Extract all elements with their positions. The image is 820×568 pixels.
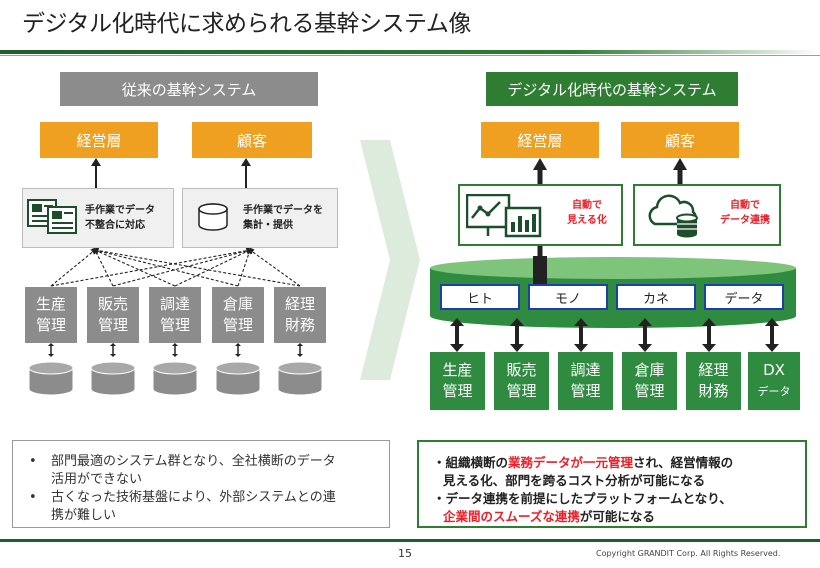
arrow-up-icon [91,158,101,188]
right-note-l4a: 企業間のスムーズな連携 [443,509,580,524]
right-note-l1b: 業務データが一元管理 [508,455,634,470]
process-1-line-1: 手作業でデータ [85,205,155,216]
left-customer-box: 顧客 [192,122,312,158]
right-system-procurement: 調達管理 [558,352,613,410]
right-note-l4b: が可能になる [579,509,655,524]
cloud-database-icon [648,194,698,238]
right-note-l3: ・データ連携を前提にしたプラットフォームとなり、 [433,491,732,506]
right-note-box: ・組織横断の業務データが一元管理され、経営情報の 見える化、部門を跨るコスト分析… [417,440,807,528]
left-system-procurement: 調達管理 [149,287,201,343]
left-system-production: 生産管理 [25,287,77,343]
right-note-l1a: ・組織横断の [433,455,509,470]
data-tile-people: ヒト [440,284,520,310]
left-header: 従来の基幹システム [60,72,318,106]
right-system-accounting: 経理財務 [686,352,741,410]
data-tile-data: データ [704,284,784,310]
data-tile-goods: モノ [528,284,608,310]
right-management-box: 経営層 [481,122,599,158]
left-management-box: 経営層 [40,122,158,158]
right-auto-integration-box: 自動で データ連携 [633,184,781,246]
dashed-connections [50,248,301,287]
data-tile-money: カネ [616,284,696,310]
process-2-line-1: 手作業でデータを [243,205,323,216]
chevron-right-icon [360,140,420,380]
auto1-line-2: 見える化 [567,215,607,226]
page-title: デジタル化時代に求められる基幹システム像 [22,11,471,37]
right-note-l2: 見える化、部門を跨るコスト分析が可能になる [443,473,706,488]
auto1-line-1: 自動で [572,200,602,211]
document-icon [27,199,77,234]
left-note-line-3: 古くなった技術基盤により、外部システムとの連 [51,490,336,505]
title-rule [0,50,820,54]
arrow-up-icon [241,158,251,188]
right-system-production: 生産管理 [430,352,485,410]
platform-arrow-shaft [533,256,547,284]
left-note-line-4: 携が難しい [51,508,117,523]
left-databases [28,343,323,396]
process-2-line-2: 集計・提供 [243,220,293,231]
left-note-line-2: 活用ができない [51,472,143,487]
left-system-accounting: 経理財務 [274,287,326,343]
left-process-box-2: 手作業でデータを 集計・提供 [182,188,338,248]
title-rule-thin [0,55,820,56]
right-auto-visualize-box: 自動で 見える化 [458,184,623,246]
auto2-line-1: 自動で [730,200,760,211]
left-process-box-1: 手作業でデータ 不整合に対応 [22,188,174,248]
process-1-line-2: 不整合に対応 [85,220,145,231]
database-icon [198,203,228,231]
left-system-warehouse: 倉庫管理 [212,287,264,343]
right-system-warehouse: 倉庫管理 [622,352,677,410]
copyright: Copyright GRANDIT Corp. All Rights Reser… [596,549,781,558]
right-customer-box: 顧客 [621,122,739,158]
right-double-arrows [450,318,779,352]
left-note-box: •部門最適のシステム群となり、全社横断のデータ 活用ができない •古くなった技術… [12,440,390,528]
chart-dashboard-icon [466,194,542,238]
footer-rule [0,539,820,542]
page-number: 15 [398,547,412,560]
right-system-sales: 販売管理 [494,352,549,410]
left-system-sales: 販売管理 [87,287,139,343]
right-note-l1c: され、経営情報の [633,455,734,470]
left-note-line-1: 部門最適のシステム群となり、全社横断のデータ [51,454,336,469]
auto2-line-2: データ連携 [720,215,770,226]
data-platform-cylinder [430,257,796,328]
right-header: デジタル化時代の基幹システム [486,72,738,106]
